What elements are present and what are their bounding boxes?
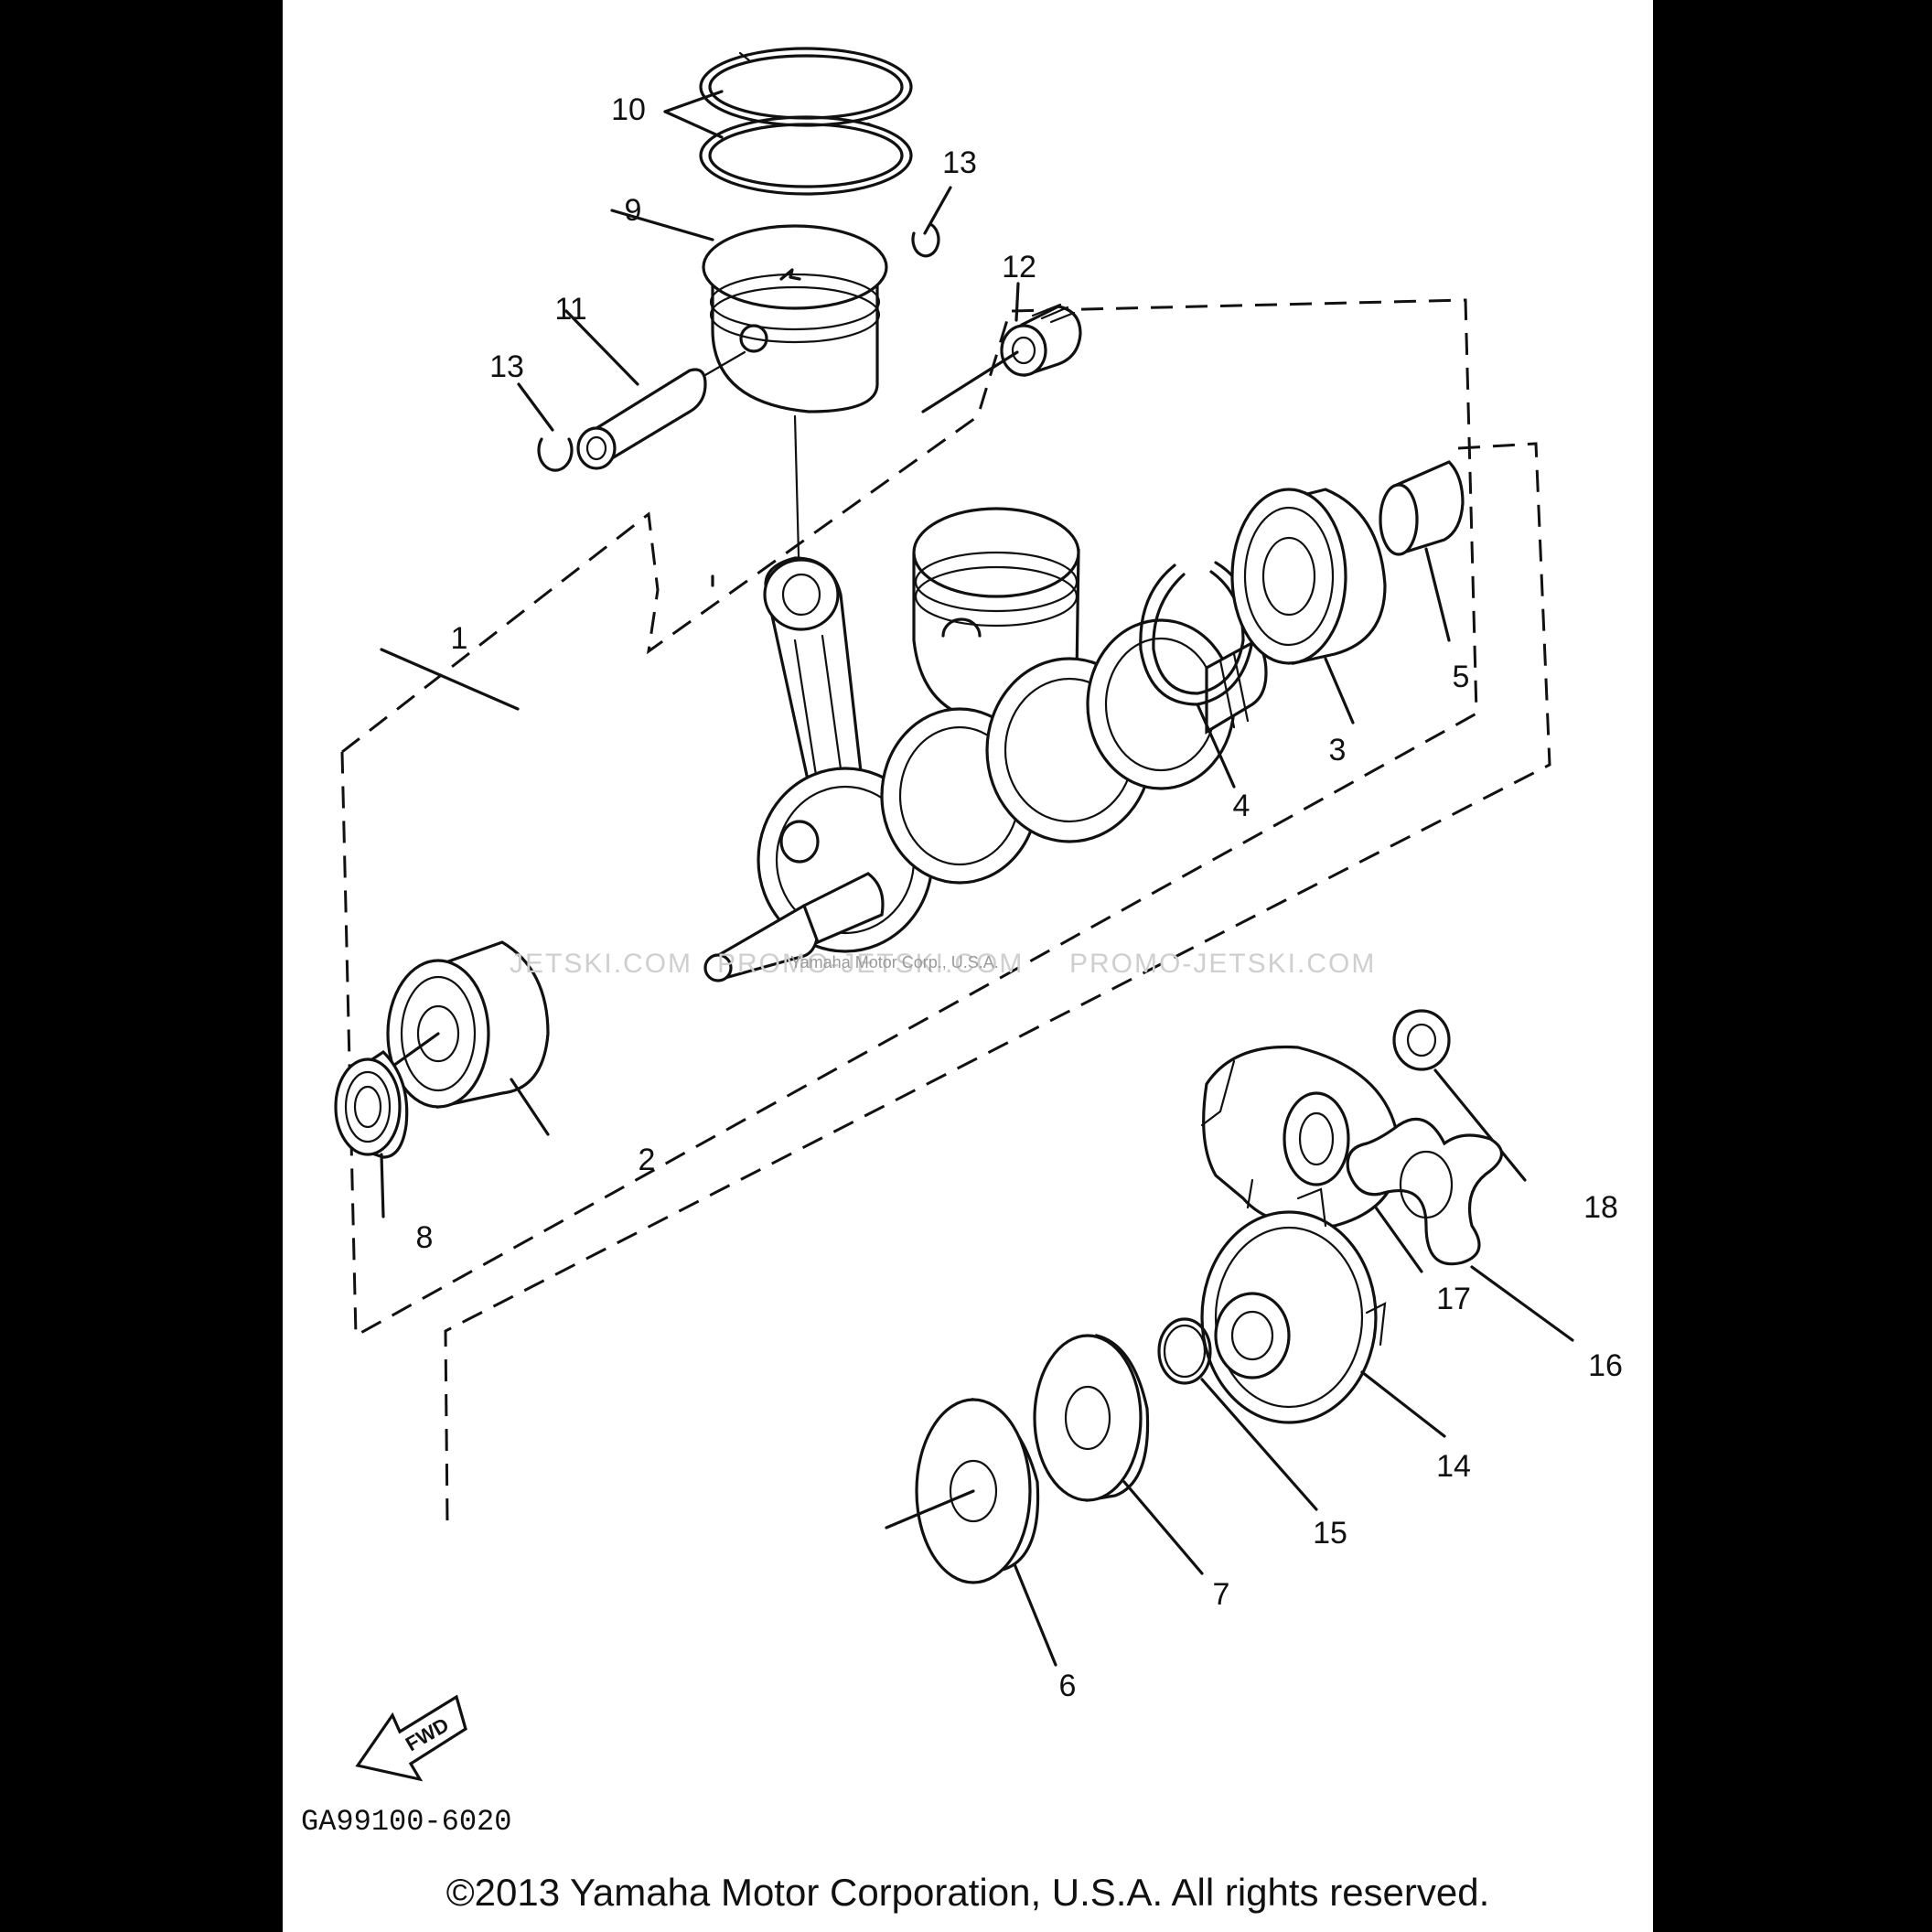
oil-seal bbox=[334, 1049, 409, 1218]
plate bbox=[1033, 1333, 1204, 1575]
piston-top bbox=[610, 209, 888, 592]
circlips bbox=[517, 186, 952, 472]
watermark-right: PROMO-JETSKI.COM bbox=[1069, 949, 1376, 979]
watermark-left: JETSKI.COM bbox=[510, 949, 692, 979]
piston-rings bbox=[663, 47, 913, 196]
callout-16: 16 bbox=[1588, 1348, 1623, 1383]
crankshaft-assembly-boundary bbox=[340, 298, 1551, 1524]
watermarks: JETSKI.COM PROMO-JETSKI.COM Yamaha Motor… bbox=[510, 949, 1376, 979]
callout-4: 4 bbox=[1233, 789, 1250, 823]
o-ring bbox=[1157, 1317, 1318, 1511]
callout-13-left: 13 bbox=[489, 349, 524, 384]
callout-6: 6 bbox=[1059, 1669, 1077, 1703]
callout-5: 5 bbox=[1453, 660, 1470, 694]
bearing-left bbox=[372, 940, 550, 1136]
fwd-arrow-icon: FWD bbox=[355, 1694, 467, 1782]
callout-3: 3 bbox=[1329, 733, 1347, 767]
callout-9: 9 bbox=[625, 193, 642, 228]
callout-14: 14 bbox=[1436, 1449, 1471, 1484]
bearing-right bbox=[1230, 488, 1387, 724]
diagram-sheet: 1 2 3 4 5 6 7 8 9 10 11 12 13 13 14 15 1… bbox=[283, 0, 1653, 1932]
callout-17: 17 bbox=[1436, 1282, 1471, 1316]
callout-2: 2 bbox=[639, 1143, 656, 1177]
callout-labels: 1 2 3 4 5 6 7 8 9 10 11 12 13 13 14 15 1… bbox=[416, 92, 1623, 1703]
coupling bbox=[1200, 1187, 1446, 1438]
crankshaft-piston-diagram: 1 2 3 4 5 6 7 8 9 10 11 12 13 13 14 15 1… bbox=[301, 47, 1623, 1839]
leader-1 bbox=[380, 648, 520, 711]
watermark-small: Yamaha Motor Corp., U.S.A. bbox=[790, 953, 999, 971]
callout-12: 12 bbox=[1002, 250, 1036, 284]
piston-pin bbox=[564, 309, 746, 470]
plate-outer bbox=[885, 1397, 1057, 1667]
callout-1: 1 bbox=[451, 621, 468, 656]
damper bbox=[1346, 1117, 1574, 1342]
copyright-notice: ©2013 Yamaha Motor Corporation, U.S.A. A… bbox=[445, 1871, 1490, 1914]
callout-10: 10 bbox=[611, 92, 646, 127]
drawing-code: GA99100-6020 bbox=[301, 1805, 511, 1839]
needle-bearing bbox=[921, 282, 1082, 413]
callout-7: 7 bbox=[1213, 1577, 1230, 1612]
watermark-mid: PROMO-JETSKI.COM bbox=[717, 949, 1024, 979]
washer bbox=[1392, 1009, 1527, 1182]
callout-8: 8 bbox=[416, 1220, 434, 1255]
callout-18: 18 bbox=[1583, 1190, 1618, 1225]
callout-15: 15 bbox=[1313, 1516, 1347, 1551]
callout-11: 11 bbox=[554, 292, 586, 327]
bush bbox=[1379, 460, 1465, 642]
callout-13-top: 13 bbox=[942, 145, 977, 180]
coupling-housing bbox=[1200, 1045, 1423, 1273]
